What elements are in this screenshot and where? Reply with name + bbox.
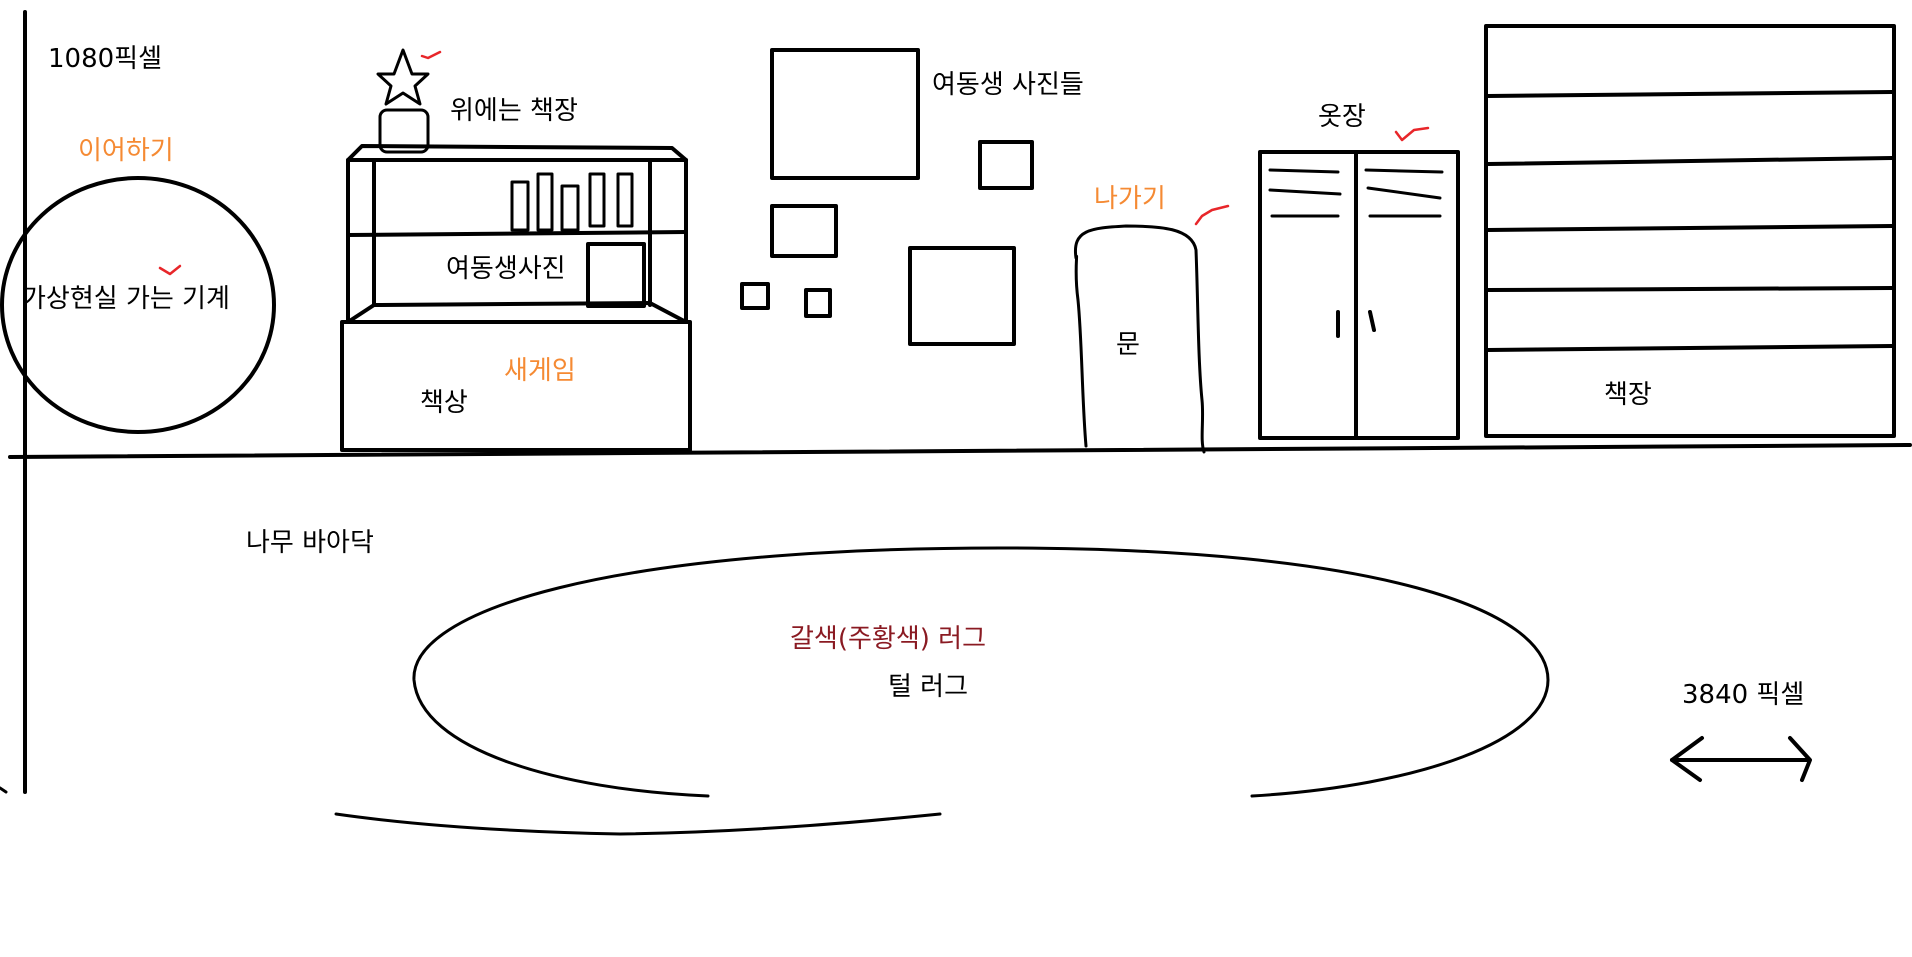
photo-frame xyxy=(908,246,1016,346)
vr-check-icon xyxy=(158,264,182,276)
sister-photos-label: 여동생 사진들 xyxy=(932,70,1084,100)
width-arrow xyxy=(1670,736,1812,782)
desk-photo-frame xyxy=(586,242,646,308)
bookshelf-drawing xyxy=(1484,24,1896,438)
photo-frame xyxy=(740,282,770,310)
shelf-top-label: 위에는 책장 xyxy=(450,96,578,126)
wardrobe-check-icon xyxy=(1394,126,1430,142)
corner-mark xyxy=(0,786,8,794)
continue-menu-label[interactable]: 이어하기 xyxy=(78,136,174,166)
floor-label: 나무 바아닥 xyxy=(246,528,374,558)
floor-line xyxy=(8,443,1912,459)
exit-menu-label[interactable]: 나가기 xyxy=(1094,184,1166,214)
height-label: 1080픽셀 xyxy=(48,44,163,74)
door-label: 문 xyxy=(1116,330,1140,360)
photo-frame xyxy=(978,140,1034,190)
photo-frame xyxy=(770,48,920,180)
rug-outline xyxy=(412,546,1550,798)
rug-outline-lower xyxy=(334,812,942,836)
rug-color-label: 갈색(주황색) 러그 xyxy=(790,624,986,654)
width-label: 3840 픽셀 xyxy=(1682,680,1805,710)
door-outline[interactable] xyxy=(1073,224,1206,454)
star-icon xyxy=(376,48,430,106)
wardrobe-drawing[interactable] xyxy=(1258,126,1460,440)
bookshelf-label: 책장 xyxy=(1604,380,1652,410)
photo-frame xyxy=(804,288,832,318)
book xyxy=(616,172,634,228)
trophy-base xyxy=(378,108,430,154)
vr-machine-circle[interactable] xyxy=(0,176,276,434)
book xyxy=(510,180,530,232)
photo-frame xyxy=(770,204,838,258)
new-game-menu-label[interactable]: 새게임 xyxy=(504,356,576,386)
wardrobe-label: 옷장 xyxy=(1318,102,1366,132)
desk-with-shelf xyxy=(340,144,692,452)
sister-photos-wall xyxy=(740,48,1034,346)
fur-rug-label: 털 러그 xyxy=(888,672,969,702)
exit-check-icon xyxy=(1194,204,1230,226)
star-trophy xyxy=(376,48,442,154)
book xyxy=(536,172,554,232)
book xyxy=(560,184,580,232)
desk-label: 책상 xyxy=(420,388,468,418)
trophy-check-icon xyxy=(420,50,442,60)
vr-machine-label: 가상현실 가는 기계 xyxy=(22,284,230,314)
desk-photo-label: 여동생사진 xyxy=(446,254,566,284)
book xyxy=(588,172,606,228)
